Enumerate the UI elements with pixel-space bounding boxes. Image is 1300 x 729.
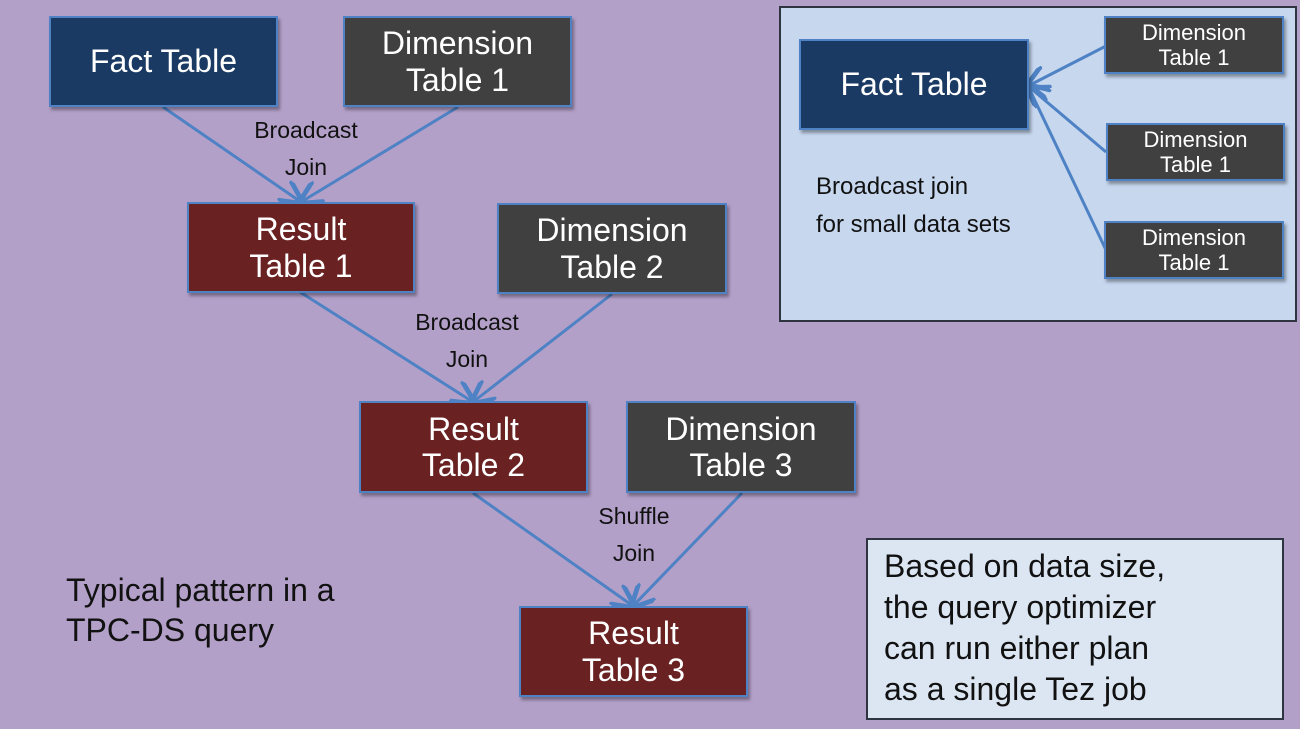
fact-table-box: Fact Table: [49, 16, 278, 107]
edge-dim1-to-result1: [301, 105, 459, 202]
dimension-table-2-box: Dimension Table 2: [497, 203, 727, 294]
inset-edge-dim-a: [1028, 44, 1107, 86]
typical-pattern-caption: Typical pattern in a TPC-DS query: [66, 572, 335, 648]
dimension-table-3-box: Dimension Table 3: [626, 401, 856, 493]
edge-dim3-to-result3: [633, 491, 744, 606]
edge-dim2-to-result2: [473, 292, 613, 402]
broadcast-join-label-1: Broadcast Join: [254, 117, 358, 180]
edge-result2-to-result3: [472, 491, 633, 606]
broadcast-join-label-2: Broadcast Join: [415, 309, 519, 372]
inset-fact-table-box: Fact Table: [799, 39, 1029, 130]
inset-edge-dim-c: [1028, 86, 1108, 251]
inset-dimension-table-box: Dimension Table 1: [1104, 221, 1284, 279]
inset-edge-dim-b: [1028, 86, 1107, 154]
edge-fact-to-result1: [162, 105, 301, 202]
edge-result1-to-result2: [299, 290, 473, 402]
inset-dimension-table-box: Dimension Table 1: [1106, 123, 1285, 181]
optimizer-summary-note: Based on data size, the query optimizer …: [866, 538, 1284, 720]
result-table-1-box: Result Table 1: [187, 202, 415, 293]
inset-broadcast-note: Broadcast join for small data sets: [816, 173, 1011, 238]
dimension-table-1-box: Dimension Table 1: [343, 16, 572, 107]
result-table-2-box: Result Table 2: [359, 401, 588, 493]
inset-dimension-table-box: Dimension Table 1: [1104, 16, 1284, 74]
shuffle-join-label: Shuffle Join: [598, 503, 670, 566]
result-table-3-box: Result Table 3: [519, 606, 748, 697]
